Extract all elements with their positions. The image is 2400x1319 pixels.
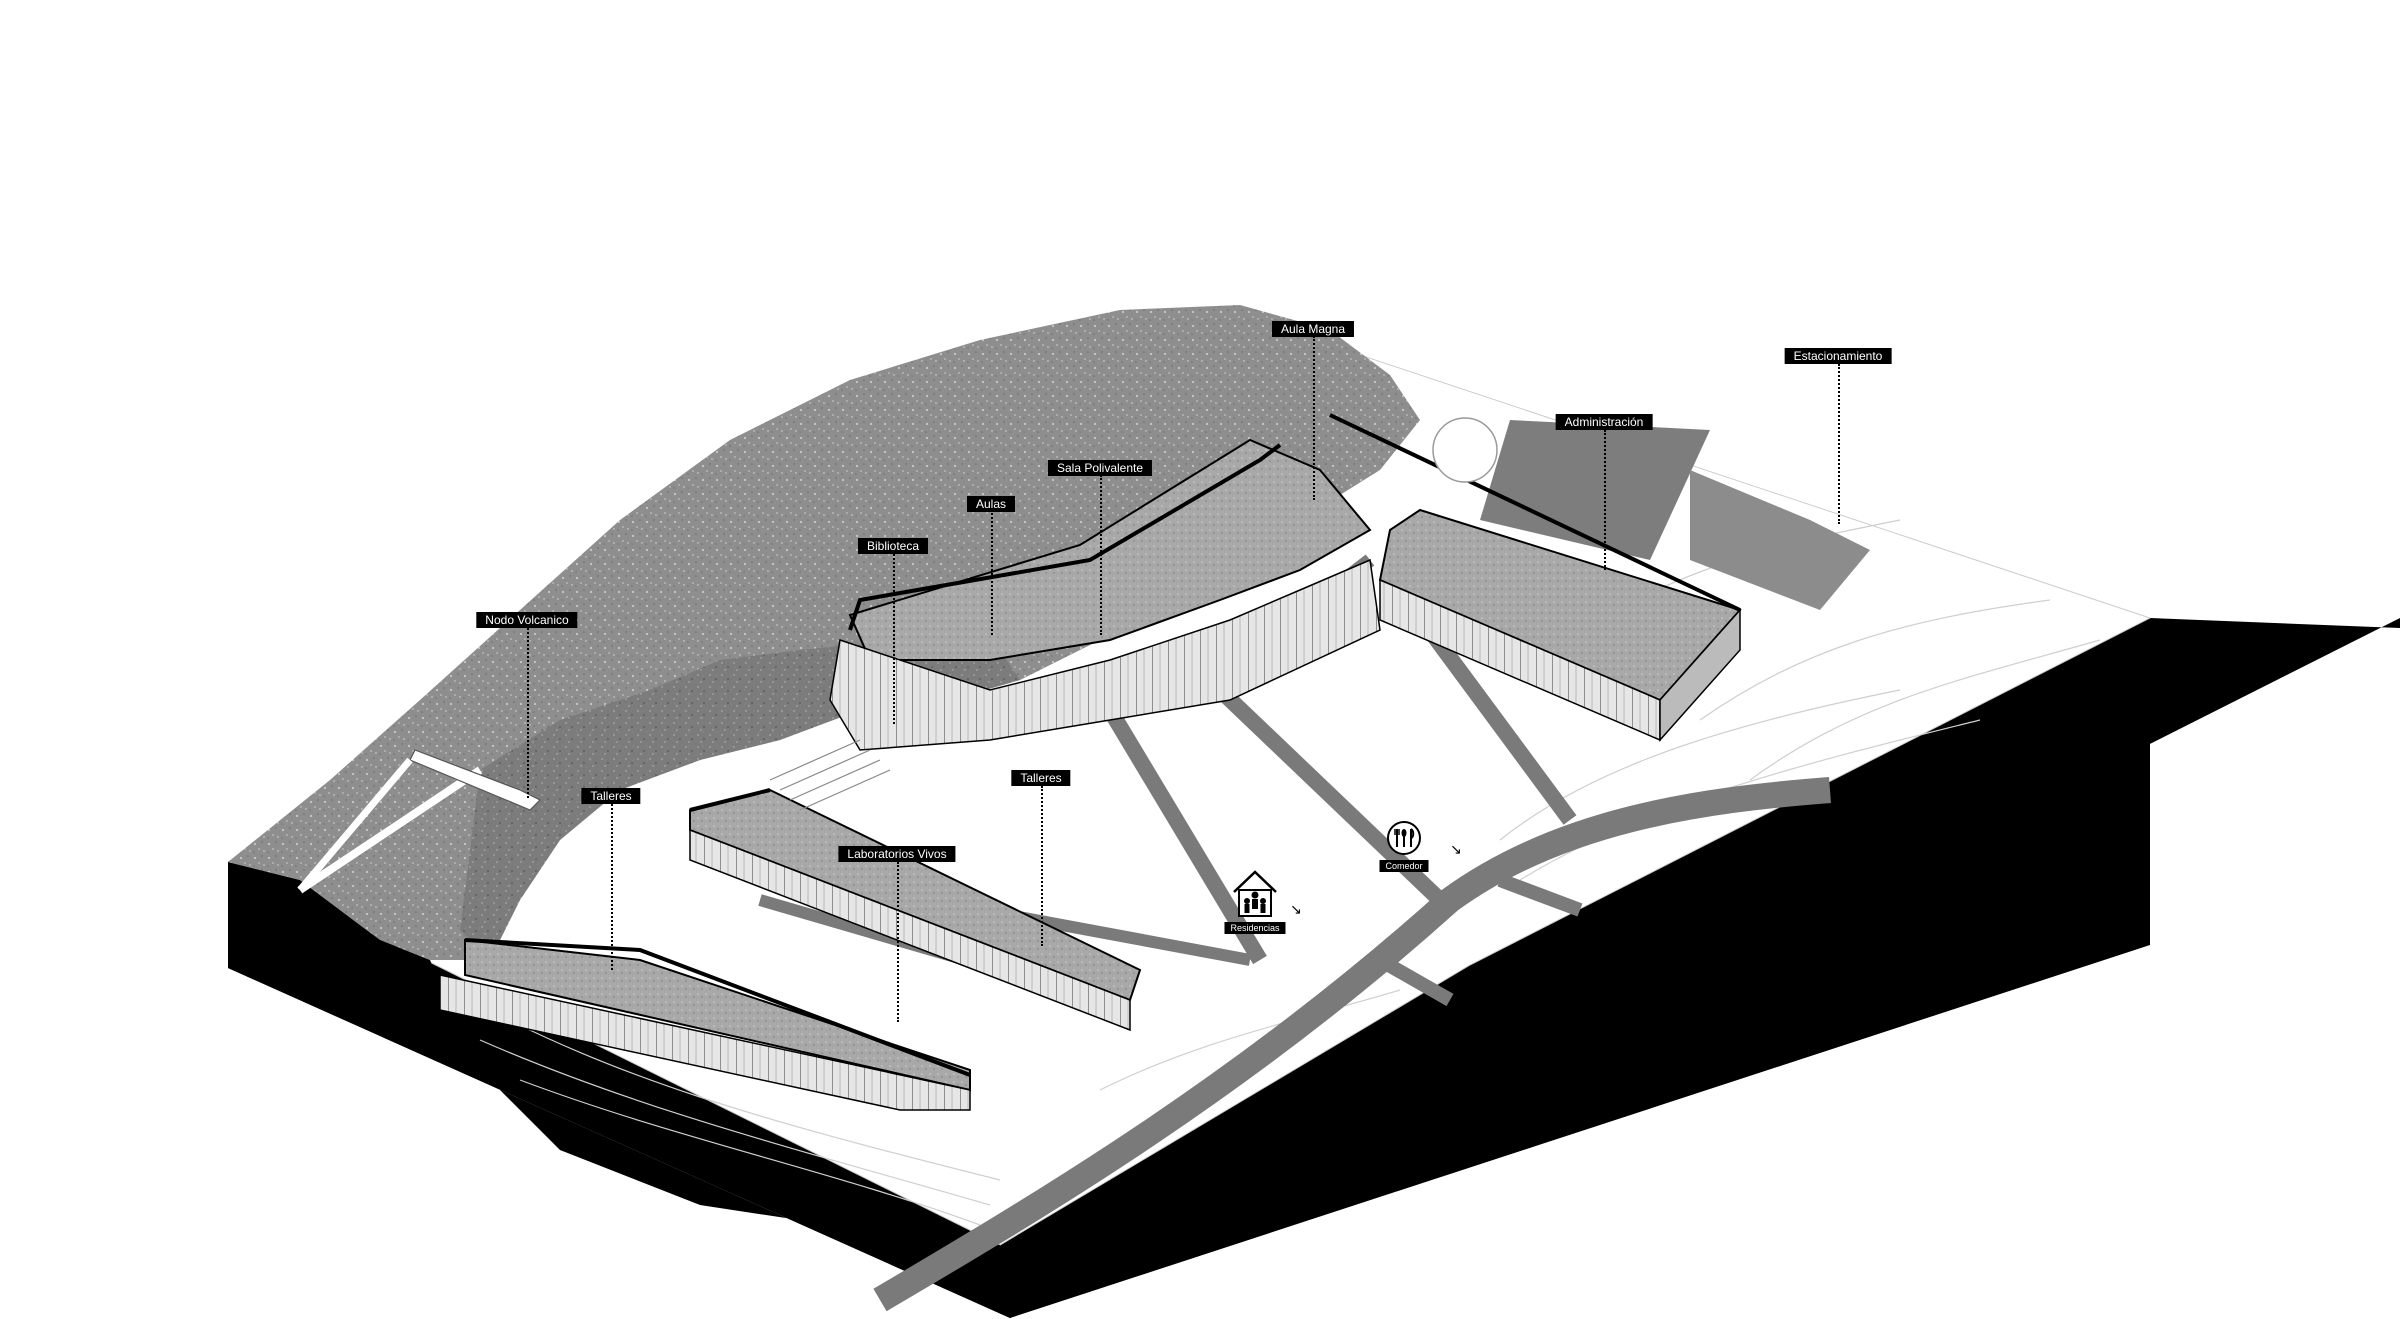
comedor-arrow-icon: ↘ <box>1450 842 1462 858</box>
roundabout <box>1432 417 1498 483</box>
label-talleres-left: Talleres <box>581 788 641 804</box>
leader-laboratorios-vivos <box>897 862 899 1022</box>
terrain-block-right-face <box>1000 618 2150 1318</box>
label-sala-polivalente: Sala Polivalente <box>1047 460 1153 476</box>
leader-sala-polivalente <box>1100 475 1102 635</box>
label-laboratorios-vivos: Laboratorios Vivos <box>838 846 956 862</box>
middle-workshops <box>689 788 1142 1032</box>
label-comedor: Comedor <box>1379 860 1429 872</box>
leader-administracion <box>1604 430 1606 570</box>
parking-ramp <box>1690 470 1870 610</box>
label-estacionamiento: Estacionamiento <box>1784 348 1892 364</box>
nodo-volcanico-bridge <box>297 749 542 893</box>
main-building <box>829 438 1381 751</box>
label-aulas: Aulas <box>966 496 1016 512</box>
leader-talleres-mid <box>1041 786 1043 946</box>
residencias-arrow-icon: ↘ <box>1290 902 1302 918</box>
house-people-icon <box>1230 868 1280 920</box>
leader-aulas <box>991 510 993 635</box>
cutlery-icon <box>1386 820 1422 856</box>
terrain-left-cut <box>228 862 1010 1318</box>
leader-nodo-volcanico <box>527 628 529 798</box>
leader-estacionamiento <box>1838 364 1840 524</box>
leader-biblioteca <box>893 554 895 724</box>
label-residencias: Residencias <box>1224 922 1286 934</box>
lower-workshops <box>439 938 971 1111</box>
label-aula-magna: Aula Magna <box>1271 321 1355 337</box>
administration-building <box>1329 413 1742 742</box>
main-building-facade <box>829 558 1381 751</box>
leader-talleres-left <box>611 804 613 970</box>
label-nodo-volcanico: Nodo Volcanico <box>476 612 578 628</box>
label-administracion: Administración <box>1555 414 1653 430</box>
parking-lot <box>1480 420 1710 560</box>
main-building-outline <box>848 443 1282 631</box>
terrace-steps <box>769 739 891 811</box>
label-talleres-mid: Talleres <box>1011 770 1071 786</box>
label-biblioteca: Biblioteca <box>857 538 929 554</box>
leader-aula-magna <box>1313 336 1315 500</box>
